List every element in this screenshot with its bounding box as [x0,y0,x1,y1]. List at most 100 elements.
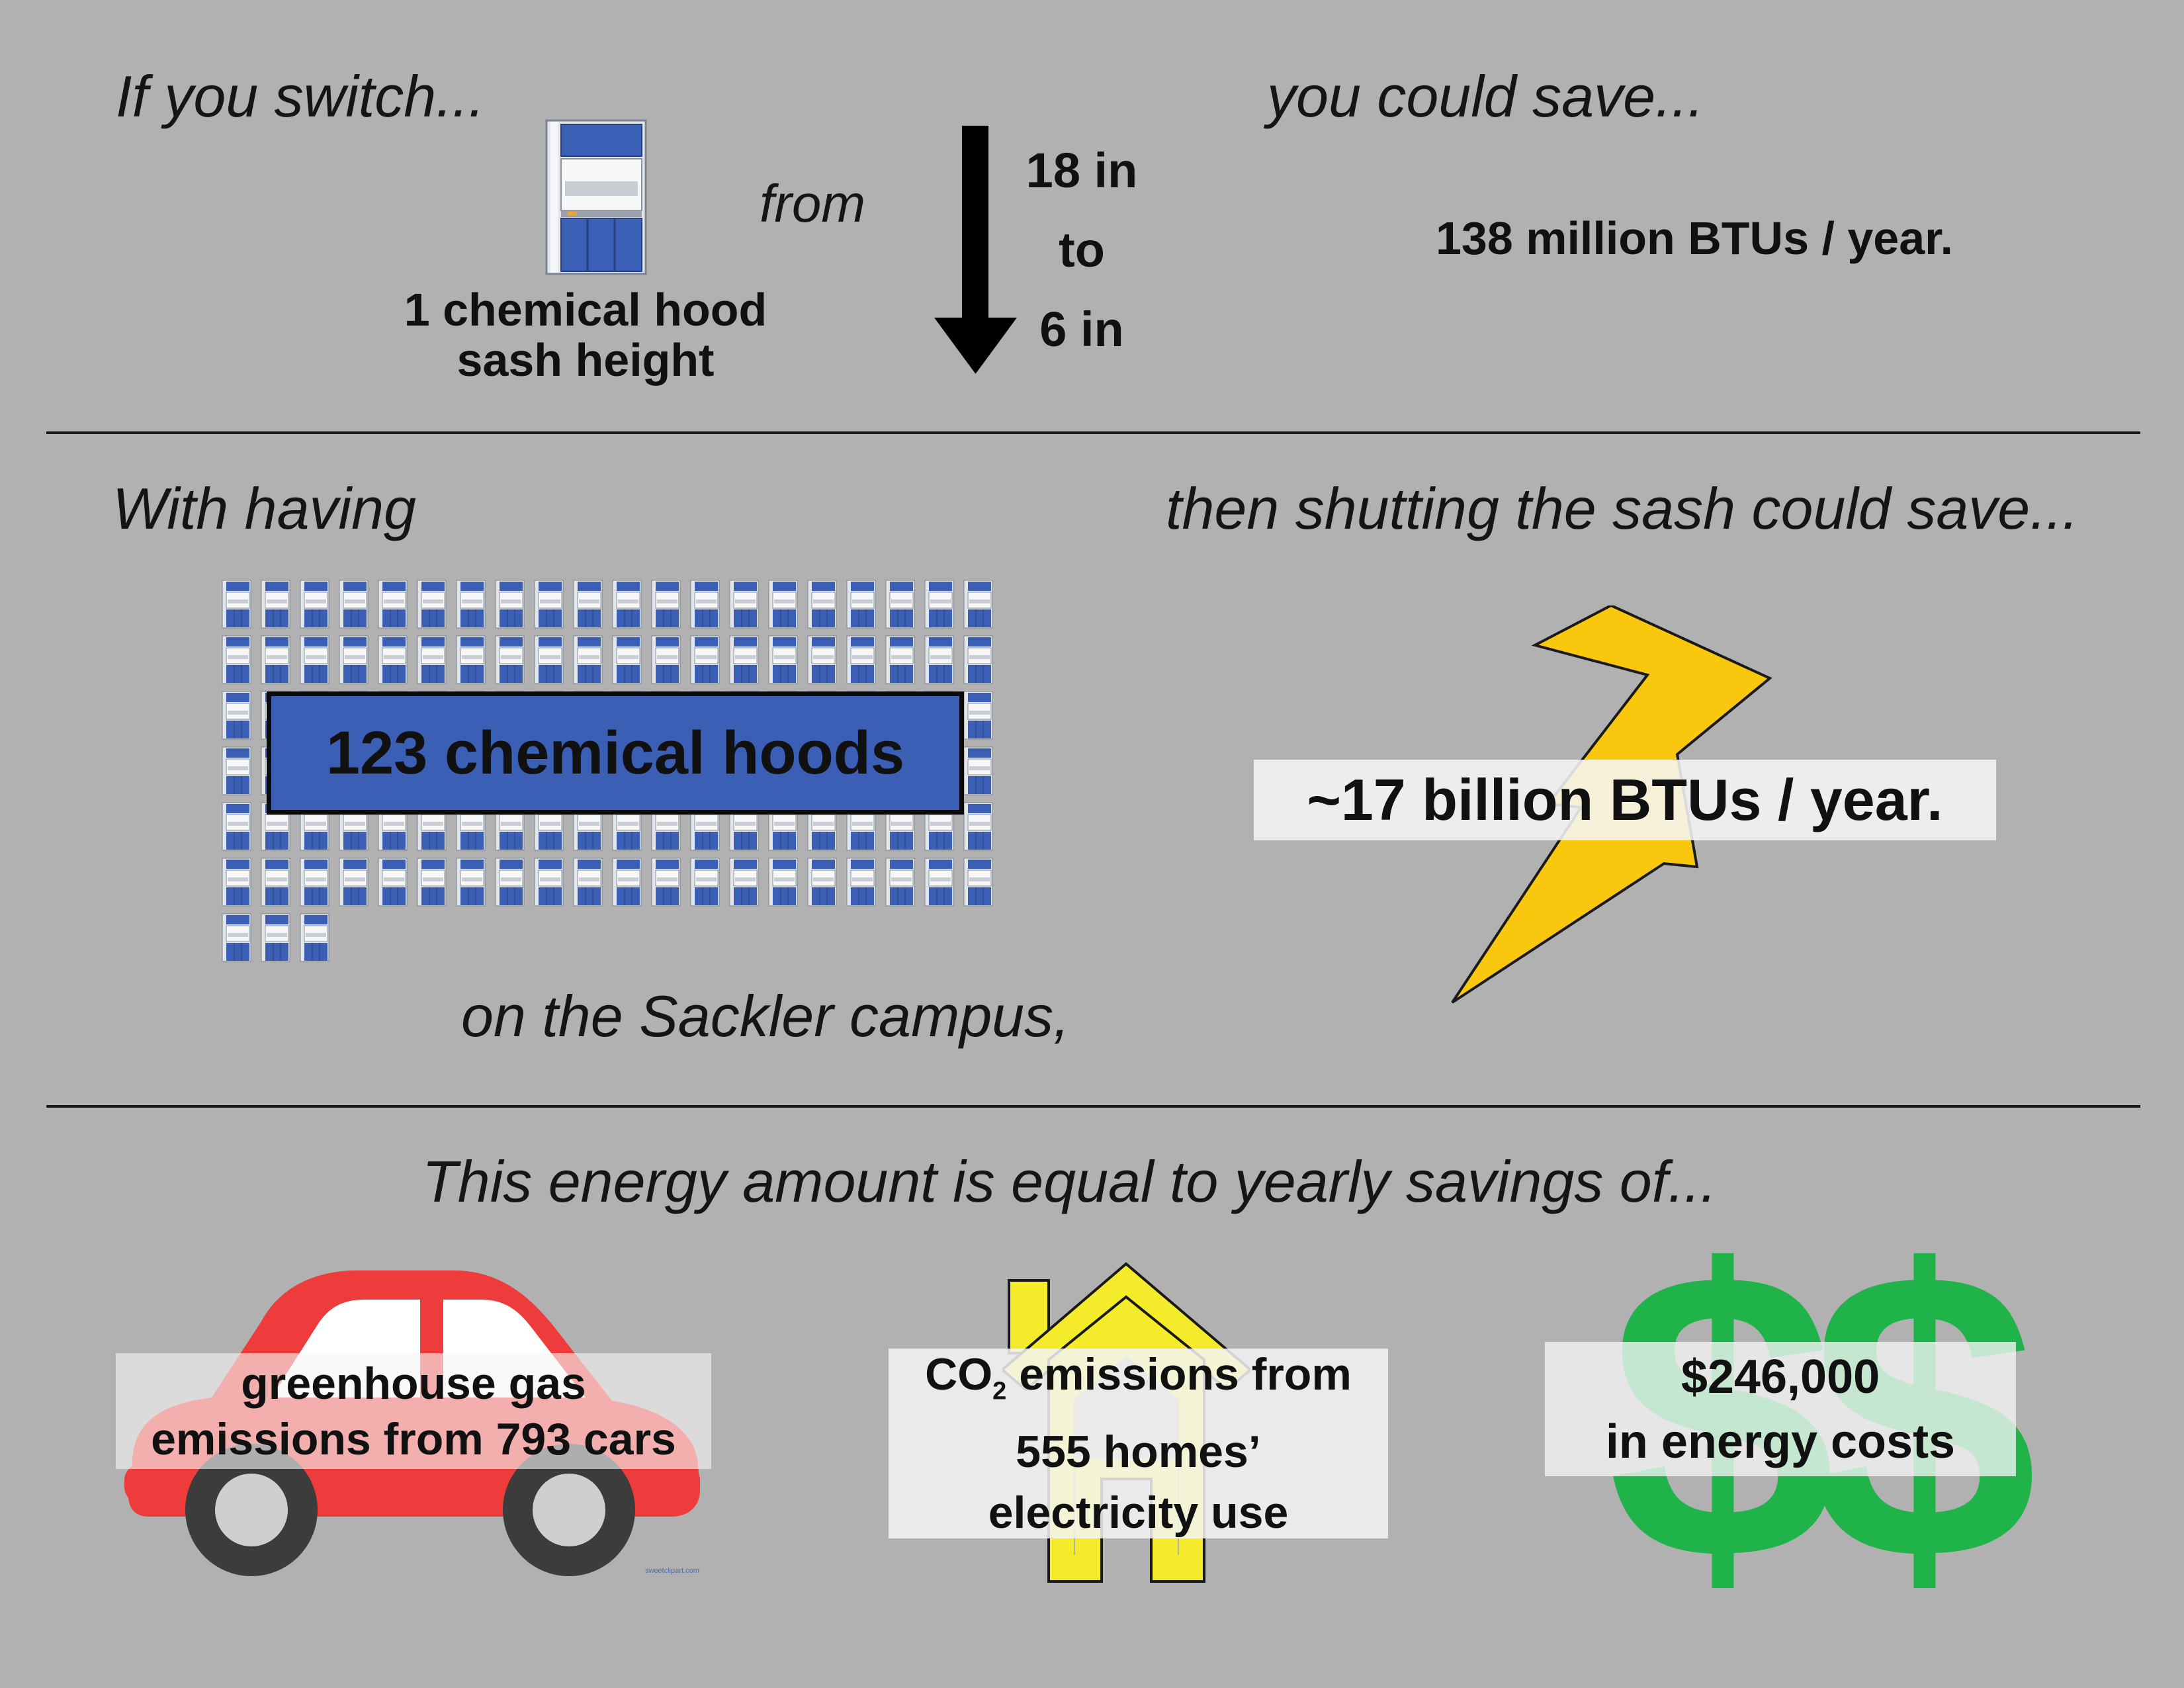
mini-hood-icon [261,913,290,962]
mini-hood-icon [885,580,915,629]
mini-hood-icon [612,858,642,907]
mini-hood-icon [339,635,369,684]
cost-box: $246,000 in energy costs [1545,1342,2016,1476]
hood-label-line2: sash height [457,334,715,386]
mini-hood-icon [222,635,251,684]
equal-to-text: This energy amount is equal to yearly sa… [422,1149,1717,1214]
homes-line2: 555 homes’ [1016,1427,1261,1478]
savings-single-hood: 138 million BTUs / year. [1436,212,1953,264]
mini-hood-icon [261,580,290,629]
with-having-text: With having [112,476,416,541]
mini-hood-icon [222,858,251,907]
mini-hood-icon [300,913,329,962]
height-from: 18 in [1026,143,1138,198]
mini-hood-icon [300,580,329,629]
mini-hood-icon [807,580,837,629]
savings-total-box: ~17 billion BTUs / year. [1254,760,1996,840]
mini-hood-icon [846,580,876,629]
mini-hood-icon [729,858,759,907]
mini-hood-icon [924,635,954,684]
divider-bottom [46,1105,2140,1108]
mini-hood-icon [963,580,993,629]
homes-line1-rest: emissions from [1006,1349,1352,1399]
mini-hood-icon [378,858,408,907]
mini-hood-icon [963,635,993,684]
could-save-text: you could save... [1267,64,1704,129]
fume-hood-icon [541,118,650,277]
mini-hood-icon [573,635,603,684]
mini-hood-icon [534,858,564,907]
if-switch-text: If you switch... [116,64,485,129]
mini-hood-icon [885,635,915,684]
mini-hood-icon [651,635,681,684]
mini-hood-icon [807,635,837,684]
co-subscript: 2 [992,1377,1007,1405]
mini-hood-icon [222,580,251,629]
campus-text: on the Sackler campus, [461,983,1070,1049]
mini-hood-icon [417,858,447,907]
mini-hood-icon [378,580,408,629]
mini-hood-icon [495,580,525,629]
mini-hood-icon [846,635,876,684]
divider-top [46,431,2140,434]
mini-hood-icon [534,635,564,684]
mini-hood-icon [378,635,408,684]
hood-label: 1 chemical hood sash height [371,285,801,385]
mini-hood-icon [651,580,681,629]
mini-hood-icon [339,580,369,629]
homes-line3: electricity use [988,1488,1289,1538]
mini-hood-icon [300,635,329,684]
cars-box: greenhouse gas emissions from 793 cars [116,1353,711,1469]
mini-hood-icon [963,691,993,740]
cost-line1: $246,000 [1681,1350,1880,1403]
mini-hood-icon [885,858,915,907]
hood-label-line1: 1 chemical hood [404,284,767,335]
mini-hood-icon [261,635,290,684]
mini-hood-icon [300,858,329,907]
mini-hood-icon [651,858,681,907]
mini-hood-icon [729,635,759,684]
cars-line1: greenhouse gas [241,1358,586,1409]
mini-hood-icon [612,635,642,684]
hood-count-box: 123 chemical hoods [267,691,964,815]
mini-hood-icon [339,858,369,907]
mini-hood-icon [768,635,798,684]
mini-hood-icon [495,635,525,684]
mini-hood-icon [417,580,447,629]
mini-hood-icon [573,580,603,629]
mini-hood-icon [261,858,290,907]
homes-line1: CO2 emissions from [925,1344,1352,1422]
then-shutting-text: then shutting the sash could save... [1166,476,2079,541]
mini-hood-icon [924,858,954,907]
mini-hood-icon [573,858,603,907]
mini-hood-icon [690,580,720,629]
height-to: 6 in [1039,302,1124,357]
mini-hood-icon [963,746,993,795]
mini-hood-icon [846,858,876,907]
mini-hood-icon [690,858,720,907]
mini-hood-icon [924,580,954,629]
mini-hood-icon [456,858,486,907]
mini-hood-icon [222,802,251,851]
cost-line2: in energy costs [1605,1415,1956,1468]
from-text: from [760,174,865,233]
mini-hood-icon [222,746,251,795]
mini-hood-icon [963,858,993,907]
height-to-word: to [1059,222,1105,277]
mini-hood-icon [963,802,993,851]
mini-hood-icon [690,635,720,684]
cars-line2: emissions from 793 cars [151,1413,676,1464]
down-arrow-icon [934,126,1017,374]
homes-box: CO2 emissions from 555 homes’ electricit… [889,1349,1388,1538]
co-text: CO [925,1349,993,1399]
mini-hood-icon [612,580,642,629]
mini-hood-icon [807,858,837,907]
mini-hood-icon [729,580,759,629]
mini-hood-icon [417,635,447,684]
mini-hood-icon [456,635,486,684]
mini-hood-icon [456,580,486,629]
car-credit: sweetclipart.com [645,1567,699,1575]
mini-hood-icon [222,691,251,740]
mini-hood-icon [768,858,798,907]
